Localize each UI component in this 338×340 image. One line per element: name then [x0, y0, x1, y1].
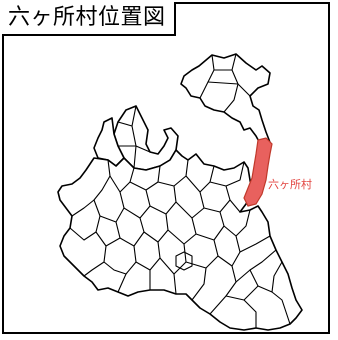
lake-outline [175, 251, 193, 271]
rokkasho-label: 六ヶ所村 [268, 178, 312, 191]
title-box: 六ヶ所村位置図 [2, 2, 176, 36]
rokkasho-village-highlight [243, 137, 273, 207]
map-title: 六ヶ所村位置図 [8, 5, 166, 30]
shimokita-peninsula [180, 53, 272, 151]
